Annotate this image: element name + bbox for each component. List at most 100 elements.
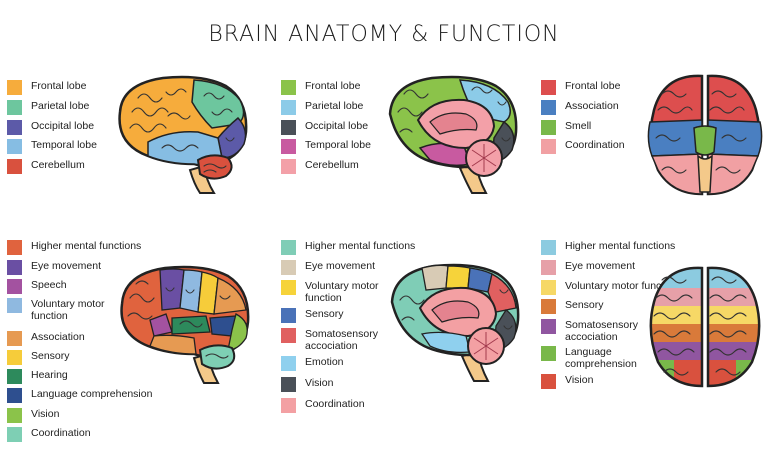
legend-item: Higher mental functions [541, 240, 675, 255]
page-title: BRAIN ANATOMY & FUNCTION [0, 22, 768, 47]
legend-label: Parietal lobe [305, 100, 363, 112]
legend-label: Emotion [305, 356, 344, 368]
legend-label: Coordination [305, 398, 365, 410]
legend-item: Frontal lobe [281, 80, 360, 95]
legend-swatch [541, 80, 556, 95]
legend-label: Parietal lobe [31, 100, 89, 112]
legend-item: Language comprehension [7, 388, 152, 403]
legend-anatomy-medial: Frontal lobe Parietal lobe Occipital lob… [281, 80, 381, 180]
legend-item: Vision [7, 408, 59, 423]
legend-label: Frontal lobe [565, 80, 620, 92]
legend-item: Temporal lobe [7, 139, 97, 154]
legend-swatch [281, 260, 296, 275]
legend-label: Higher mental functions [565, 240, 675, 252]
legend-item: Occipital lobe [281, 120, 368, 135]
legend-swatch [541, 240, 556, 255]
legend-swatch [281, 80, 296, 95]
legend-label: Cerebellum [31, 159, 85, 171]
legend-swatch [7, 298, 22, 313]
brain-medial-lobes-illustration [380, 72, 525, 197]
legend-label: Eye movement [565, 260, 635, 272]
legend-swatch [7, 350, 22, 365]
legend-label: Hearing [31, 369, 68, 381]
legend-item: Sensory [7, 350, 70, 365]
legend-anatomy-lobes: Frontal lobe Parietal lobe Occipital lob… [7, 80, 107, 180]
legend-swatch [541, 374, 556, 389]
legend-swatch [281, 377, 296, 392]
legend-swatch [541, 260, 556, 275]
legend-swatch [7, 279, 22, 294]
legend-label: Occipital lobe [31, 120, 94, 132]
legend-anatomy-top: Frontal lobe Association Smell Coordinat… [541, 80, 641, 160]
brain-side-lobes-illustration [108, 72, 258, 197]
legend-swatch [281, 120, 296, 135]
legend-swatch [281, 240, 296, 255]
brain-top-function-illustration [644, 262, 766, 392]
legend-swatch [7, 388, 22, 403]
legend-item: Cerebellum [281, 159, 359, 174]
legend-label: Frontal lobe [305, 80, 360, 92]
brain-medial-function-illustration [382, 260, 527, 385]
legend-label: Association [31, 331, 85, 343]
legend-swatch [7, 100, 22, 115]
legend-label: Temporal lobe [305, 139, 371, 151]
brain-top-view-illustration [644, 70, 766, 200]
legend-item: Temporal lobe [281, 139, 371, 154]
legend-item: Parietal lobe [281, 100, 363, 115]
legend-item: Somatosensory accociation [281, 328, 390, 352]
legend-function-medial: Higher mental functions Eye movement Vol… [281, 240, 391, 415]
legend-label: Language comprehension [565, 346, 645, 370]
legend-item: Speech [7, 279, 67, 294]
legend-item: Coordination [541, 139, 625, 154]
legend-label: Association [565, 100, 619, 112]
legend-swatch [541, 120, 556, 135]
legend-item: Language comprehension [541, 346, 645, 370]
legend-item: Parietal lobe [7, 100, 89, 115]
legend-label: Sensory [31, 350, 70, 362]
legend-item: Vision [541, 374, 593, 389]
legend-swatch [7, 80, 22, 95]
legend-swatch [281, 139, 296, 154]
legend-label: Frontal lobe [31, 80, 86, 92]
legend-swatch [281, 356, 296, 371]
legend-swatch [7, 427, 22, 442]
legend-function-top: Higher mental functions Eye movement Vol… [541, 240, 656, 395]
legend-swatch [281, 159, 296, 174]
legend-swatch [541, 139, 556, 154]
legend-item: Voluntary motor function [7, 298, 126, 322]
legend-swatch [7, 240, 22, 255]
legend-label: Cerebellum [305, 159, 359, 171]
legend-swatch [7, 408, 22, 423]
legend-swatch [541, 100, 556, 115]
legend-label: Higher mental functions [305, 240, 415, 252]
legend-function-lateral: Higher mental functions Eye movement Spe… [7, 240, 117, 445]
legend-swatch [281, 308, 296, 323]
legend-label: Vision [305, 377, 333, 389]
legend-label: Vision [31, 408, 59, 420]
legend-swatch [281, 398, 296, 413]
legend-swatch [7, 260, 22, 275]
legend-item: Vision [281, 377, 333, 392]
legend-swatch [7, 139, 22, 154]
legend-item: Cerebellum [7, 159, 85, 174]
legend-item: Coordination [7, 427, 91, 442]
legend-item: Frontal lobe [541, 80, 620, 95]
legend-item: Frontal lobe [7, 80, 86, 95]
legend-swatch [281, 328, 296, 343]
legend-swatch [541, 299, 556, 314]
legend-label: Coordination [31, 427, 91, 439]
legend-item: Sensory [541, 299, 604, 314]
legend-label: Speech [31, 279, 67, 291]
brain-side-function-illustration [110, 262, 260, 387]
legend-label: Somatosensory accociation [565, 319, 645, 343]
legend-item: Somatosensory accociation [541, 319, 645, 343]
legend-swatch [541, 346, 556, 361]
legend-item: Higher mental functions [7, 240, 141, 255]
legend-swatch [281, 100, 296, 115]
legend-item: Emotion [281, 356, 344, 371]
legend-item: Sensory [281, 308, 344, 323]
legend-swatch [7, 120, 22, 135]
legend-label: Language comprehension [31, 388, 152, 400]
legend-item: Association [7, 331, 85, 346]
legend-item: Eye movement [541, 260, 635, 275]
